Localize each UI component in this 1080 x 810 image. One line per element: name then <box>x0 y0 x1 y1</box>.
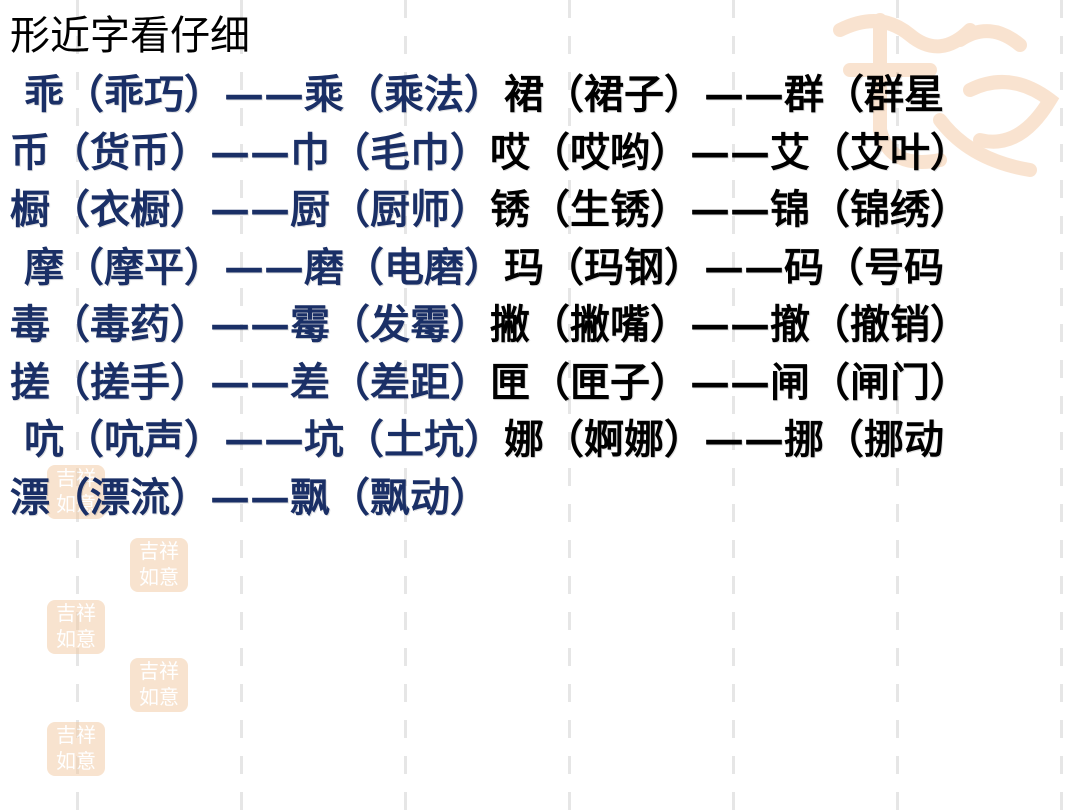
pair-right: 娜（婀娜）——挪（挪动 <box>504 416 944 463</box>
decorative-stamp: 吉祥如意 <box>130 658 188 712</box>
word-pairs-list: 乖（乖巧）——乘（乘法）裙（裙子）——群（群星 币（货币）——巾（毛巾）哎（哎哟… <box>10 66 1080 526</box>
decorative-stamp: 吉祥如意 <box>47 465 105 519</box>
pair-left: 吭（吭声）——坑（土坑） <box>24 416 504 463</box>
word-pair-row: 吭（吭声）——坑（土坑）娜（婀娜）——挪（挪动 <box>10 411 1080 469</box>
pair-left: 币（货币）——巾（毛巾） <box>10 128 490 176</box>
slide-title: 形近字看仔细 <box>10 13 250 59</box>
word-pair-row: 毒（毒药）——霉（发霉）撇（撇嘴）——撤（撤销） <box>10 296 1080 354</box>
word-pair-row: 币（货币）——巾（毛巾）哎（哎哟）——艾（艾叶） <box>10 124 1080 182</box>
decorative-stamp: 吉祥如意 <box>47 722 105 776</box>
word-pair-row: 搓（搓手）——差（差距）匣（匣子）——闸（闸门） <box>10 354 1080 412</box>
pair-right: 裙（裙子）——群（群星 <box>504 71 944 118</box>
pair-right: 锈（生锈）——锦（锦绣） <box>490 186 970 233</box>
pair-left: 摩（摩平）——磨（电磨） <box>24 243 504 291</box>
pair-left: 搓（搓手）——差（差距） <box>10 358 490 406</box>
pair-left: 漂（漂流）——飘（飘动） <box>10 473 490 521</box>
pair-left: 乖（乖巧）——乘（乘法） <box>24 71 504 118</box>
decorative-stamp: 吉祥如意 <box>130 538 188 592</box>
word-pair-row: 摩（摩平）——磨（电磨）玛（玛钢）——码（号码 <box>10 239 1080 297</box>
pair-left: 毒（毒药）——霉（发霉） <box>10 301 490 348</box>
word-pair-row: 乖（乖巧）——乘（乘法）裙（裙子）——群（群星 <box>10 66 1080 124</box>
pair-right: 撇（撇嘴）——撤（撤销） <box>490 301 970 348</box>
pair-right: 玛（玛钢）——码（号码 <box>504 243 944 291</box>
pair-right: 哎（哎哟）——艾（艾叶） <box>490 128 970 176</box>
word-pair-row: 橱（衣橱）——厨（厨师）锈（生锈）——锦（锦绣） <box>10 181 1080 239</box>
pair-right: 匣（匣子）——闸（闸门） <box>490 358 970 406</box>
pair-left: 橱（衣橱）——厨（厨师） <box>10 186 490 233</box>
word-pair-row: 漂（漂流）——飘（飘动） <box>10 469 1080 527</box>
decorative-stamp: 吉祥如意 <box>47 600 105 654</box>
